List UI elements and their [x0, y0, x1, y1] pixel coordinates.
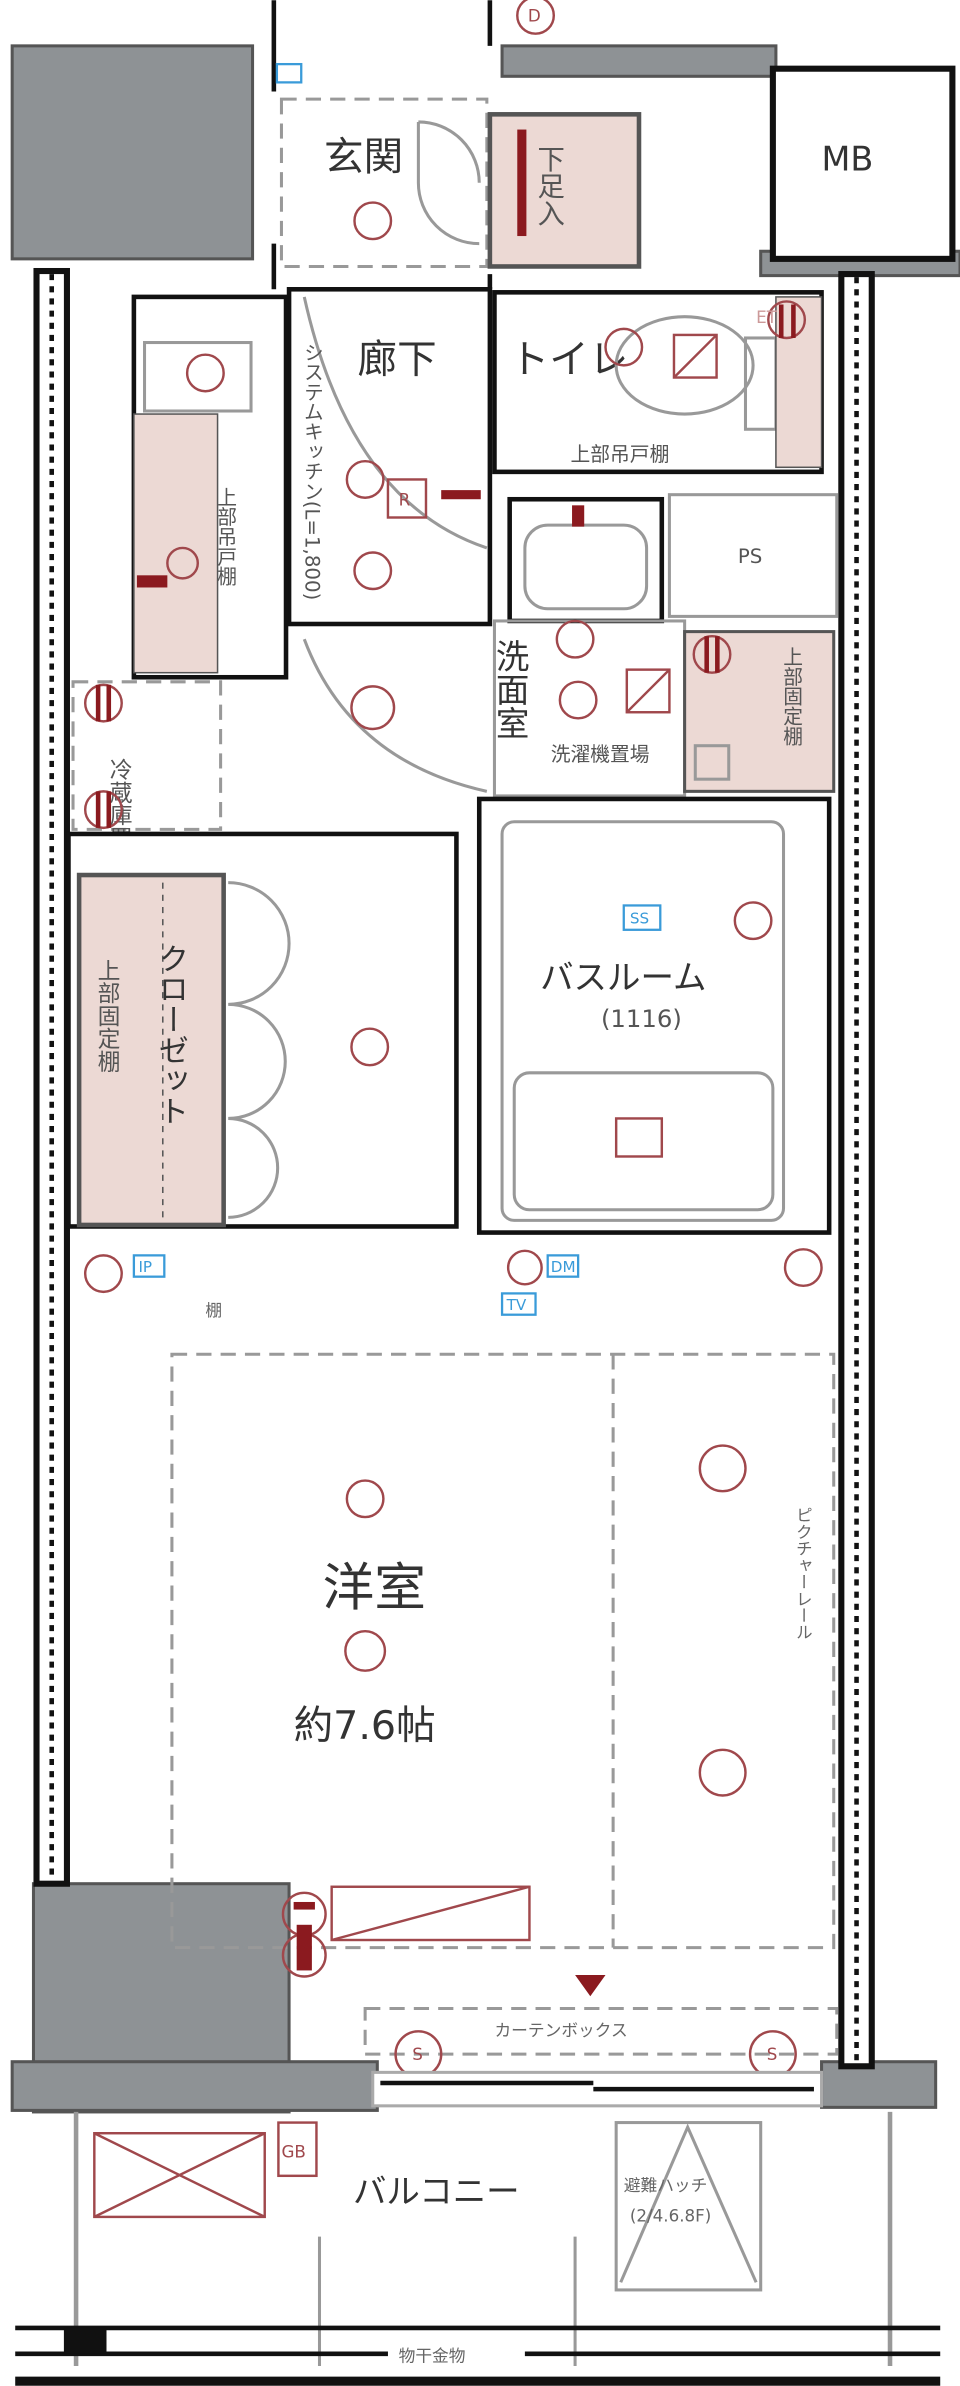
washroom-shelf [683, 630, 836, 793]
ps-shaft [667, 493, 839, 618]
column-top-left [10, 44, 255, 261]
ps-label: PS [738, 545, 762, 568]
toilet-fan [672, 333, 718, 379]
closet-area-light [350, 1027, 390, 1067]
hatch-floors: (2/4.6.8F) [630, 2205, 711, 2225]
kitchen-label: システムキッチン(L=1,800) [300, 343, 323, 601]
toilet-outlet [767, 300, 807, 340]
top-wall-right [500, 44, 778, 78]
corridor-light-2 [353, 551, 393, 591]
western-room-ceiling [344, 1629, 387, 1672]
picture-rail-label: ピクチャーレール [793, 1506, 813, 1640]
sensor-left: S [412, 2044, 423, 2064]
vanity-sink [523, 523, 649, 611]
switch-icon [441, 490, 481, 500]
western-room-label: 洋室 [323, 1558, 426, 1618]
toilet-bowl [614, 315, 755, 416]
washer-faucet [693, 744, 731, 781]
bathroom-frame [476, 796, 832, 1235]
curtain-box [363, 2006, 839, 2056]
bathtub [512, 1071, 775, 1212]
western-room-furniture-zone [170, 1352, 836, 1950]
hall-light [350, 685, 396, 731]
hall-door-swing [302, 638, 488, 793]
range-hood-icon [386, 478, 428, 519]
closet-doors [228, 881, 291, 1219]
closet-label: クローゼット [153, 943, 188, 1126]
closet-shelf-label: 上部固定棚 [93, 959, 119, 1073]
stove-icon [185, 353, 225, 393]
washroom-label: 洗面室 [490, 639, 529, 739]
kitchen-sink [143, 341, 253, 413]
vanity-area [507, 496, 665, 624]
door-mark-label: D [528, 6, 541, 26]
toilet-room [492, 290, 824, 475]
bathroom-unit [500, 820, 786, 1222]
laundry-label: 洗濯機置場 [551, 743, 650, 766]
toilet-cabinet-label: 上部吊戸棚 [571, 443, 670, 466]
toilet-light [604, 327, 644, 367]
tv-icon [500, 1292, 537, 1316]
wall-strip-bottom [10, 2060, 379, 2112]
outdoor-unit [93, 2132, 266, 2219]
bathroom-size: (1116) [601, 1004, 682, 1033]
entrance-step [279, 97, 489, 268]
evacuation-hatch[interactable] [614, 2121, 763, 2292]
closet-shelf [76, 872, 226, 1228]
entrance-door-swing [416, 120, 481, 246]
shelf-label: 棚 [205, 1300, 222, 1320]
tv-label: TV [506, 1296, 527, 1314]
toilet-label: トイレ [510, 337, 629, 383]
entrance-label: 玄関 [324, 135, 403, 181]
corridor-label: 廊下 [358, 337, 437, 383]
entrance-walls [271, 0, 493, 290]
mb-room [769, 65, 956, 262]
breaker-panel [517, 129, 527, 237]
fridge-space [71, 680, 223, 831]
gb-box [277, 2121, 318, 2178]
entrance-light [353, 201, 393, 241]
corridor-light [345, 459, 385, 499]
kitchen-cabinet-label: 上部吊戸棚 [214, 487, 237, 586]
toilet-et-label: ET [756, 307, 778, 327]
door-mark [516, 0, 555, 35]
shoe-storage [487, 112, 642, 269]
gb-label: GB [281, 2142, 305, 2162]
dm-icon [546, 1254, 580, 1278]
comm-icon [275, 62, 303, 84]
balcony-label: バルコニー [353, 2172, 520, 2211]
hatch-label: 避難ハッチ [624, 2175, 708, 2195]
ss-label: SS [630, 910, 649, 928]
dm-label: DM [551, 1258, 576, 1276]
corridor-area [286, 287, 493, 627]
drying-rail-label: 物干金物 [399, 2345, 466, 2365]
washroom-light [555, 619, 595, 659]
bath-fan [614, 1117, 664, 1158]
sensor-right: S [767, 2044, 778, 2064]
mb-label: MB [822, 140, 874, 179]
western-room-light [345, 1479, 385, 1519]
ip-label: IP [138, 1258, 152, 1276]
drain-icon [63, 2327, 107, 2354]
bathroom-label: バスルーム [540, 958, 706, 997]
kitchen-cabinet [133, 413, 219, 674]
washer-drain [625, 668, 671, 714]
washroom-light-2 [558, 680, 598, 720]
shoe-storage-label: 下足入 [532, 145, 564, 227]
ss-icon [622, 904, 662, 931]
ip-icon [132, 1254, 166, 1278]
curtain-marker [575, 1974, 606, 1997]
aircon-unit [330, 1885, 531, 1942]
washroom-shelf-label: 上部固定棚 [780, 647, 803, 746]
range-hood-label: R [399, 489, 411, 509]
western-room-size: 約7.6帖 [294, 1703, 436, 1749]
curtain-box-label: カーテンボックス [494, 2020, 627, 2040]
